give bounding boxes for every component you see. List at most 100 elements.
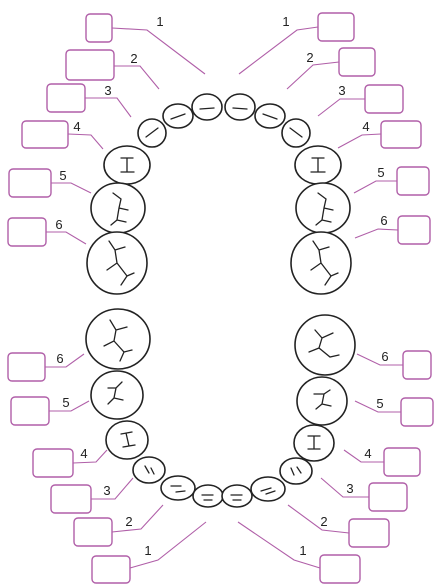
answer-box-lower-left-6[interactable] [402,350,432,380]
lower-arch [85,308,356,508]
label-lower-left-1: 1 [299,543,306,558]
label-upper-left-6: 6 [380,213,387,228]
fissure-upper-left-4 [310,157,326,173]
answer-box-lower-left-2[interactable] [348,518,390,548]
fissure-upper-right-2 [170,113,186,120]
fissure-upper-right-3 [145,127,159,138]
answer-boxes [7,12,434,584]
label-upper-right-2: 2 [130,51,137,66]
leader-upper-right-4 [67,133,104,150]
label-upper-right-6: 6 [55,217,62,232]
answer-box-lower-right-5[interactable] [10,396,50,426]
fissure-lower-left-2 [260,487,276,495]
leader-lower-right-4 [72,449,108,464]
answer-box-lower-right-6[interactable] [7,352,46,382]
label-lower-right-4: 4 [80,446,87,461]
fissure-upper-left-3 [289,127,303,138]
leader-lower-right-5 [49,400,90,412]
fissure-upper-right-6 [106,240,135,286]
fissure-upper-right-4 [120,157,135,173]
leader-lower-right-6 [45,353,85,368]
leader-upper-left-1 [238,26,319,75]
answer-box-upper-right-1[interactable] [85,13,113,43]
leader-lower-right-3 [91,477,134,500]
leader-lower-right-2 [111,504,164,533]
answer-box-lower-right-1[interactable] [91,555,131,584]
leader-upper-left-4 [337,133,382,149]
tooth-lower-right-1 [192,484,224,508]
answer-box-upper-left-5[interactable] [396,166,430,196]
answer-box-lower-right-2[interactable] [73,517,113,547]
fissure-lower-left-4 [307,435,321,450]
leader-upper-left-6 [354,228,399,239]
label-lower-left-3: 3 [346,481,353,496]
label-lower-right-6: 6 [56,351,63,366]
leader-lower-left-6 [356,353,403,366]
label-lower-left-2: 2 [320,514,327,529]
answer-box-lower-left-4[interactable] [383,447,421,477]
fissure-upper-left-5 [315,192,334,226]
fissure-upper-left-1 [232,107,248,110]
leader-upper-left-3 [317,98,365,117]
fissure-lower-right-5 [107,381,124,405]
fissure-lower-left-3 [290,466,302,476]
answer-box-upper-left-2[interactable] [338,47,376,77]
upper-arch [86,93,352,295]
label-upper-left-5: 5 [377,165,384,180]
label-upper-right-1: 1 [156,14,163,29]
label-lower-left-4: 4 [364,446,371,461]
leader-lower-left-1 [237,521,321,569]
fissure-lower-left-6 [308,329,340,358]
answer-box-lower-left-3[interactable] [368,482,408,512]
answer-box-upper-left-6[interactable] [397,215,431,245]
label-upper-left-1: 1 [282,14,289,29]
leader-upper-right-5 [51,182,92,194]
tooth-lower-right-6 [85,308,151,370]
label-upper-right-3: 3 [104,83,111,98]
answer-box-upper-right-2[interactable] [65,49,115,81]
label-lower-right-3: 3 [103,483,110,498]
label-upper-left-4: 4 [362,119,369,134]
leader-lower-left-4 [343,449,384,463]
answer-box-lower-left-1[interactable] [319,554,361,584]
tooth-lower-right-2 [160,475,196,501]
leader-upper-right-6 [46,231,87,245]
tooth-lower-left-1 [221,484,253,508]
answer-box-lower-right-3[interactable] [50,484,92,514]
answer-box-upper-left-1[interactable] [317,12,355,42]
leader-upper-right-1 [111,27,206,75]
answer-box-upper-left-4[interactable] [380,120,422,149]
fissure-upper-right-1 [199,107,215,110]
tooth-upper-left-5 [295,182,351,234]
tooth-lower-left-6 [294,314,356,376]
fissure-lower-left-1 [230,494,243,501]
label-lower-left-5: 5 [376,396,383,411]
leader-upper-right-3 [85,97,132,118]
leader-lower-left-5 [354,400,401,413]
fissure-lower-left-5 [313,389,332,410]
answer-box-upper-right-5[interactable] [8,168,52,198]
label-upper-right-5: 5 [59,168,66,183]
tooth-lower-left-3 [279,457,313,485]
answer-box-lower-right-4[interactable] [32,448,74,478]
leader-upper-left-5 [353,180,397,194]
fissure-lower-right-2 [170,485,186,493]
label-lower-right-1: 1 [144,543,151,558]
tooth-upper-right-1 [191,93,223,121]
answer-box-upper-right-6[interactable] [7,217,47,247]
label-lower-right-5: 5 [62,395,69,410]
fissure-upper-left-2 [262,113,278,120]
label-upper-right-4: 4 [73,119,80,134]
answer-box-upper-right-3[interactable] [46,83,86,113]
answer-box-upper-left-3[interactable] [364,84,404,114]
label-upper-left-3: 3 [338,83,345,98]
leader-lines [45,26,403,569]
answer-box-upper-right-4[interactable] [21,120,69,149]
label-lower-right-2: 2 [125,514,132,529]
tooth-lower-right-5 [90,370,144,420]
number-labels: 1 2 3 4 5 6 1 2 3 4 5 6 6 5 4 3 2 1 6 5 … [55,14,388,558]
fissure-lower-right-1 [201,494,214,501]
tooth-upper-left-1 [224,93,256,121]
answer-box-lower-left-5[interactable] [400,397,434,427]
